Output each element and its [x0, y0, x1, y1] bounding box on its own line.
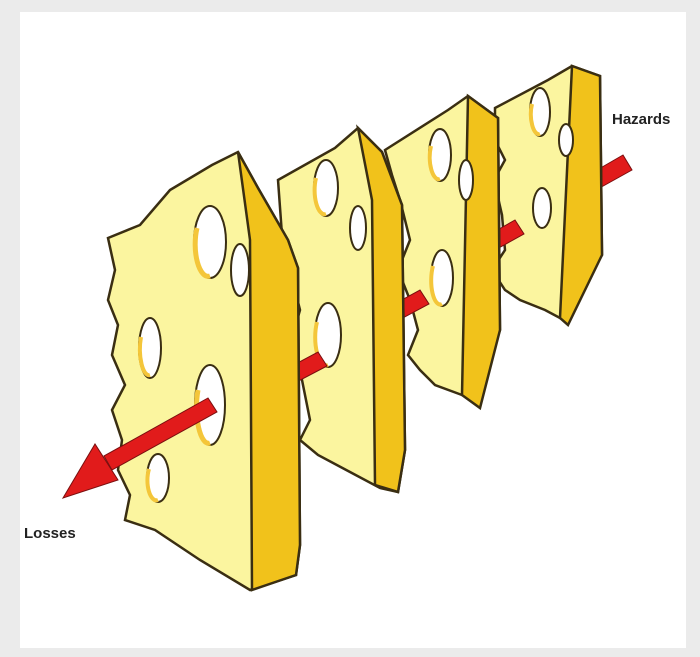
- hazards-label: Hazards: [612, 111, 670, 128]
- losses-label: Losses: [24, 525, 76, 542]
- cheese-slice-1: [108, 152, 300, 590]
- cheese-slice-4: [492, 66, 602, 325]
